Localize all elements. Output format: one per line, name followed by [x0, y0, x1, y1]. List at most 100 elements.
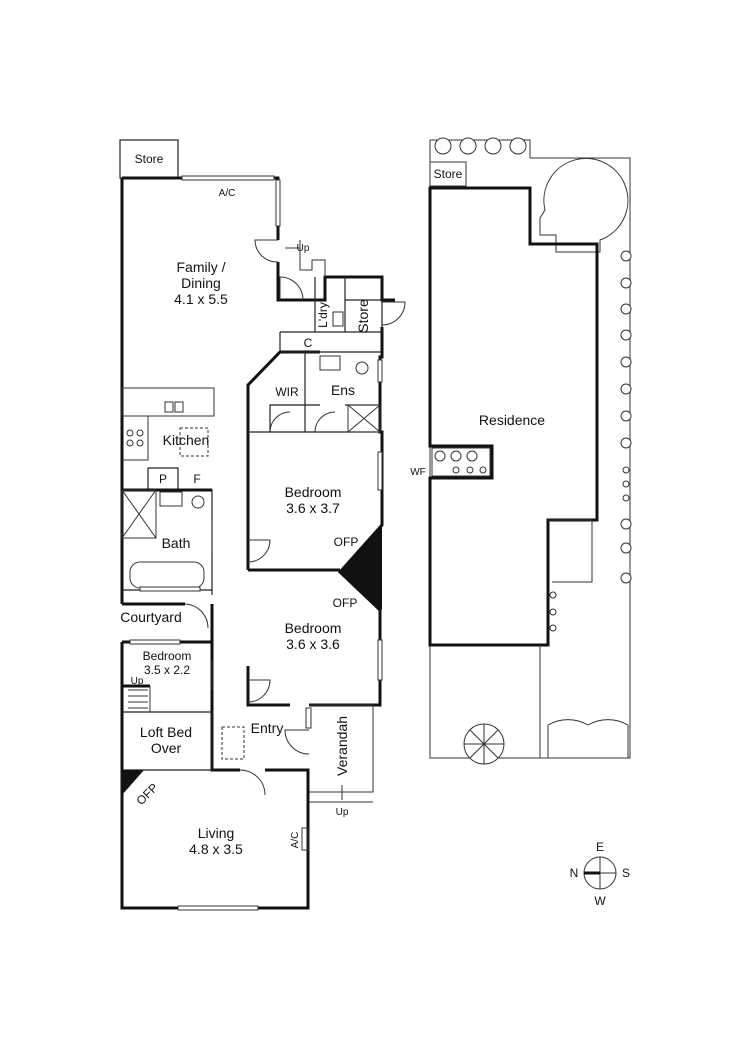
living-ac-unit — [301, 827, 309, 851]
bedroom-3-window — [129, 639, 181, 645]
laundry-door[interactable] — [279, 276, 304, 301]
window-top — [181, 175, 275, 181]
wir-ens-walls — [248, 352, 380, 433]
entry-door[interactable] — [284, 729, 310, 755]
family-dining-name-1: Family / — [177, 259, 226, 275]
stair-rungs — [122, 686, 151, 713]
kitchen-bench-l — [122, 415, 149, 461]
bedroom-3-size: 3.5 x 2.2 — [144, 663, 190, 677]
ground-floor-plan: C L'dry Store Up — [119, 139, 406, 911]
wir-label: WIR — [275, 385, 299, 399]
laundry-tub — [332, 311, 344, 327]
kitchen-bench — [121, 387, 215, 417]
kitchen-label: Kitchen — [163, 432, 210, 448]
store-mid-label: Store — [355, 299, 371, 333]
ofp-1-label: OFP — [334, 535, 359, 549]
bedroom-1-door[interactable] — [247, 539, 271, 563]
pantry-label: P — [159, 472, 167, 486]
wf-label: WF — [410, 467, 426, 478]
loft-hatch — [221, 726, 245, 760]
ens-window — [377, 359, 383, 383]
ensuite-label: Ens — [331, 382, 355, 398]
site-store-room — [429, 161, 467, 187]
steps-up-1 — [285, 240, 326, 277]
family-door[interactable] — [254, 239, 279, 263]
laundry-label: L'dry — [316, 302, 330, 328]
compass: E N S W — [570, 840, 630, 908]
ofp-2-label: OFP — [333, 596, 358, 610]
store-door[interactable] — [381, 301, 406, 326]
store-top-label: Store — [135, 152, 164, 166]
ac-living-label: A/C — [290, 832, 301, 849]
living-name: Living — [198, 825, 235, 841]
bedroom-2-size: 3.6 x 3.6 — [286, 636, 340, 652]
site-plan: Store Residence WF — [410, 137, 632, 765]
window-top-right — [275, 179, 281, 227]
compass-s: S — [622, 866, 630, 880]
entry-window — [305, 707, 312, 729]
family-dining-size: 4.1 x 5.5 — [174, 291, 228, 307]
shower-box — [121, 489, 157, 539]
bedroom-3-name: Bedroom — [143, 649, 192, 663]
toilet — [191, 495, 205, 509]
family-dining-name-2: Dining — [181, 275, 221, 291]
verandah-outline — [309, 704, 374, 803]
bedroom-1-window — [377, 451, 383, 491]
living-size: 4.8 x 3.5 — [189, 841, 243, 857]
fireplace-2 — [122, 770, 144, 795]
ens-door[interactable] — [314, 411, 336, 433]
courtyard-label: Courtyard — [120, 609, 181, 625]
fridge-label: F — [193, 472, 200, 486]
laundry-walls — [279, 277, 383, 353]
living-window — [177, 905, 259, 911]
residence-label: Residence — [479, 412, 545, 428]
ens-shower — [347, 404, 381, 433]
wir-door[interactable] — [269, 411, 291, 433]
bath-window — [139, 586, 201, 592]
compass-w: W — [594, 894, 606, 908]
entry-label: Entry — [251, 720, 284, 736]
cooktop-icon — [126, 429, 144, 447]
side-path — [548, 519, 593, 583]
shower-cross — [121, 489, 157, 539]
up-1-label: Up — [297, 243, 310, 254]
planter-bed — [431, 447, 491, 477]
fireplace-1 — [340, 525, 382, 610]
pool-outline — [539, 157, 629, 253]
site-store-label: Store — [434, 167, 463, 181]
loft-label-2: Over — [151, 740, 182, 756]
loft-door[interactable] — [239, 769, 266, 796]
courtyard-door[interactable] — [184, 603, 209, 629]
bath-label: Bath — [162, 535, 191, 551]
bedroom-2-door[interactable] — [247, 679, 271, 703]
loft-label-1: Loft Bed — [140, 724, 192, 740]
verandah-label: Verandah — [334, 716, 350, 776]
bedroom-2-name: Bedroom — [285, 620, 342, 636]
pantry-walls — [122, 467, 213, 595]
kitchen-dashed — [179, 427, 209, 457]
tree-column-mid — [549, 591, 557, 632]
bedroom-2-window — [377, 639, 383, 681]
vanity — [159, 491, 183, 507]
bathtub — [129, 561, 205, 589]
ens-toilet — [355, 361, 369, 375]
compass-e: E — [596, 840, 604, 854]
ens-vanity — [319, 355, 341, 371]
ofp-3-label: OFP — [133, 780, 160, 807]
ens-shower-cross — [347, 404, 381, 433]
up-2-label: Up — [131, 676, 144, 687]
sink-a — [164, 401, 174, 413]
garden-tree — [463, 723, 505, 765]
sink-b — [174, 401, 184, 413]
cupboard-label: C — [304, 336, 313, 350]
compass-n: N — [570, 866, 579, 880]
residence-outline — [428, 186, 599, 647]
up-3-label: Up — [336, 807, 349, 818]
ac-top-label: A/C — [219, 188, 236, 199]
tree-column-right — [620, 250, 632, 584]
bedroom-1-name: Bedroom — [285, 484, 342, 500]
site-gate[interactable] — [547, 719, 629, 758]
tree-row-top — [434, 137, 527, 155]
bedroom-1-size: 3.6 x 3.7 — [286, 500, 340, 516]
